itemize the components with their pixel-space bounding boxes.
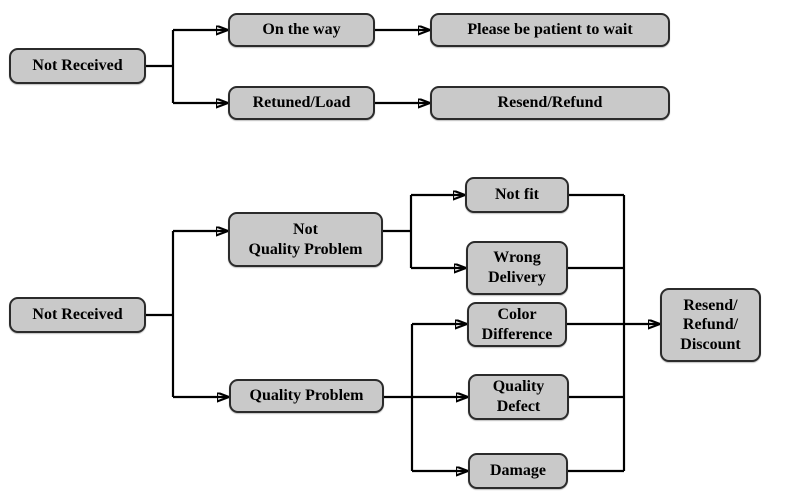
node-not-quality-problem: Not Quality Problem	[228, 212, 383, 267]
node-damage: Damage	[468, 453, 568, 489]
node-retuned-load: Retuned/Load	[228, 86, 375, 120]
node-not-received-bottom: Not Received	[9, 297, 146, 333]
node-quality-problem: Quality Problem	[229, 379, 384, 413]
node-color-difference: Color Difference	[467, 302, 567, 347]
node-resend-refund-discount: Resend/ Refund/ Discount	[660, 288, 761, 362]
node-quality-defect: Quality Defect	[468, 374, 569, 420]
node-resend-refund: Resend/Refund	[430, 86, 670, 120]
node-please-be-patient: Please be patient to wait	[430, 13, 670, 47]
node-not-received-top: Not Received	[9, 48, 146, 84]
node-on-the-way: On the way	[228, 13, 375, 47]
chart1-branch-lines	[146, 30, 175, 103]
node-not-fit: Not fit	[465, 177, 569, 213]
node-wrong-delivery: Wrong Delivery	[466, 241, 568, 295]
